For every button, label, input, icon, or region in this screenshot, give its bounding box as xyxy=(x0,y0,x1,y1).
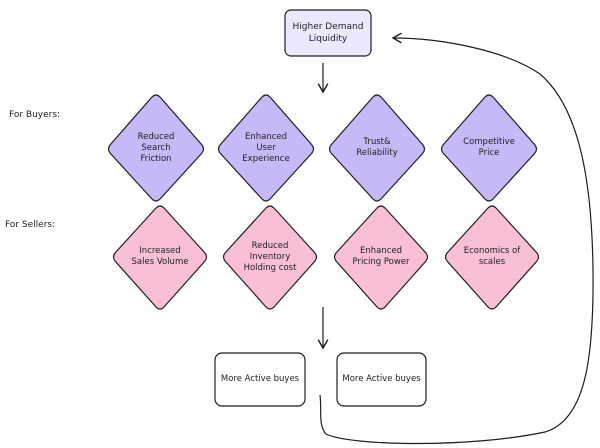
seller-diamond-3 xyxy=(333,205,429,310)
buyer-label-3: Trust& Reliability xyxy=(356,137,398,158)
bottom-box-1 xyxy=(214,352,306,407)
buyer-label-1: Reduced Search Friction xyxy=(137,131,175,164)
buyer-diamond-3 xyxy=(328,94,426,202)
top-node-label: Higher Demand Liquidity xyxy=(292,22,364,44)
seller-label-1: Increased Sales Volume xyxy=(131,246,189,267)
top-node-box xyxy=(284,9,372,57)
sellers-row-label: For Sellers: xyxy=(5,220,56,230)
seller-diamond-1 xyxy=(112,205,208,310)
seller-label-2: Reduced Inventory Holding cost xyxy=(243,240,297,273)
seller-label-4: Economics of scales xyxy=(463,246,521,267)
bottom-box-2 xyxy=(336,352,427,407)
buyers-row-label: For Buyers: xyxy=(9,110,61,120)
buyer-label-2: Enhanced User Experience xyxy=(242,131,290,164)
buyer-diamond-2 xyxy=(217,94,315,202)
bottom-label-1: More Active buyes xyxy=(220,374,300,384)
seller-diamond-2 xyxy=(222,205,318,310)
buyer-diamond-4 xyxy=(440,94,538,202)
seller-diamond-4 xyxy=(444,205,540,310)
buyer-diamond-1 xyxy=(107,94,205,202)
seller-label-3: Enhanced Pricing Power xyxy=(352,246,410,267)
buyer-label-4: Competitive Price xyxy=(463,137,515,158)
bottom-label-2: More Active buyes xyxy=(342,374,421,384)
feedback-loop-arrow xyxy=(319,32,594,445)
